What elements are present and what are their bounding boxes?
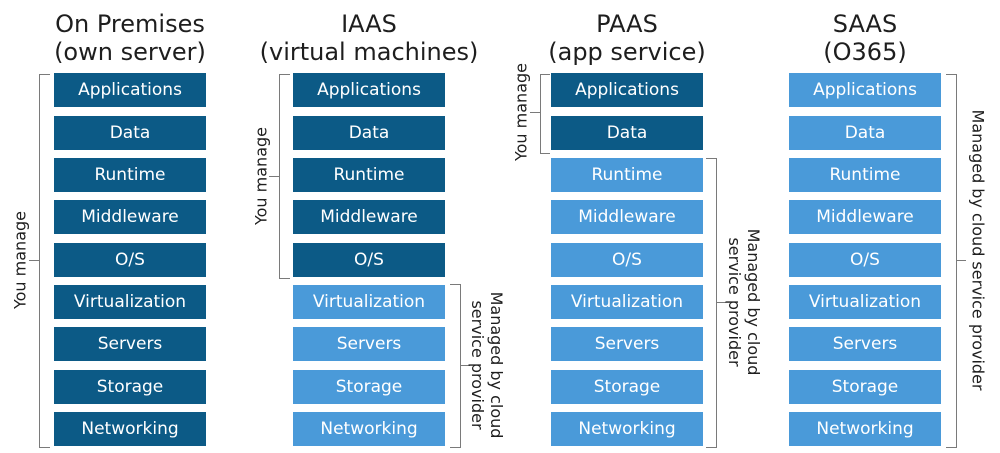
onprem-you-manage-label: You manage bbox=[10, 211, 30, 309]
paas-layer-middleware: Middleware bbox=[551, 200, 703, 234]
iaas-layer-middleware: Middleware bbox=[293, 200, 445, 234]
saas-managed-label: Managed by cloud service provider bbox=[968, 109, 988, 391]
iaas-layer-data: Data bbox=[293, 116, 445, 150]
saas-layer-networking: Networking bbox=[789, 412, 941, 446]
onprem-layer-runtime: Runtime bbox=[54, 158, 206, 192]
iaas-layer-storage: Storage bbox=[293, 370, 445, 404]
column-title-paas: PAAS (app service) bbox=[512, 10, 742, 66]
saas-layer-storage: Storage bbox=[789, 370, 941, 404]
iaas-you-manage-bracket bbox=[279, 74, 290, 279]
iaas-layer-servers: Servers bbox=[293, 327, 445, 361]
saas-managed-tick bbox=[956, 260, 966, 261]
iaas-managed-tick bbox=[460, 365, 470, 366]
title-line-1: PAAS bbox=[596, 10, 658, 38]
title-line-1: On Premises bbox=[55, 10, 205, 38]
paas-you-manage-tick bbox=[530, 112, 540, 113]
onprem-layer-middleware: Middleware bbox=[54, 200, 206, 234]
onprem-layer-servers: Servers bbox=[54, 327, 206, 361]
iaas-layer-networking: Networking bbox=[293, 412, 445, 446]
title-line-1: IAAS bbox=[341, 10, 397, 38]
iaas-layer-runtime: Runtime bbox=[293, 158, 445, 192]
onprem-layer-virtualization: Virtualization bbox=[54, 285, 206, 319]
paas-layer-virtualization: Virtualization bbox=[551, 285, 703, 319]
saas-layer-data: Data bbox=[789, 116, 941, 150]
title-line-2: (virtual machines) bbox=[259, 38, 479, 66]
paas-layer-runtime: Runtime bbox=[551, 158, 703, 192]
paas-layer-applications: Applications bbox=[551, 73, 703, 107]
title-line-2: (own server) bbox=[54, 38, 206, 66]
onprem-layer-data: Data bbox=[54, 116, 206, 150]
saas-managed-bracket bbox=[946, 74, 957, 448]
iaas-layer-os: O/S bbox=[293, 243, 445, 277]
iaas-you-manage-tick bbox=[269, 176, 279, 177]
managed-line-2: service provider bbox=[725, 237, 744, 367]
saas-layer-runtime: Runtime bbox=[789, 158, 941, 192]
saas-layer-middleware: Middleware bbox=[789, 200, 941, 234]
onprem-layer-networking: Networking bbox=[54, 412, 206, 446]
onprem-layer-applications: Applications bbox=[54, 73, 206, 107]
managed-line-1: Managed by cloud bbox=[744, 228, 763, 376]
paas-layer-data: Data bbox=[551, 116, 703, 150]
paas-managed-tick bbox=[716, 302, 726, 303]
saas-layer-servers: Servers bbox=[789, 327, 941, 361]
column-title-saas: SAAS (O365) bbox=[750, 10, 980, 66]
saas-layer-applications: Applications bbox=[789, 73, 941, 107]
paas-layer-os: O/S bbox=[551, 243, 703, 277]
iaas-layer-virtualization: Virtualization bbox=[293, 285, 445, 319]
iaas-managed-label: Managed by cloud service provider bbox=[468, 292, 506, 439]
title-line-2: (app service) bbox=[548, 38, 706, 66]
paas-you-manage-label: You manage bbox=[511, 63, 531, 161]
paas-layer-networking: Networking bbox=[551, 412, 703, 446]
managed-line-1: Managed by cloud bbox=[487, 291, 506, 439]
onprem-bracket-tick bbox=[29, 260, 39, 261]
title-line-2: (O365) bbox=[823, 38, 907, 66]
iaas-layer-applications: Applications bbox=[293, 73, 445, 107]
onprem-layer-os: O/S bbox=[54, 243, 206, 277]
paas-managed-label: Managed by cloud service provider bbox=[725, 229, 763, 376]
paas-managed-bracket bbox=[706, 158, 717, 448]
title-line-1: SAAS bbox=[832, 10, 898, 38]
managed-line-2: service provider bbox=[468, 300, 487, 430]
paas-layer-servers: Servers bbox=[551, 327, 703, 361]
saas-layer-virtualization: Virtualization bbox=[789, 285, 941, 319]
onprem-you-manage-bracket bbox=[39, 74, 50, 448]
paas-you-manage-bracket bbox=[540, 74, 550, 154]
column-title-on-premises: On Premises (own server) bbox=[15, 10, 245, 66]
paas-layer-storage: Storage bbox=[551, 370, 703, 404]
column-title-iaas: IAAS (virtual machines) bbox=[254, 10, 484, 66]
iaas-you-manage-label: You manage bbox=[251, 127, 271, 225]
iaas-managed-bracket bbox=[450, 284, 461, 448]
saas-layer-os: O/S bbox=[789, 243, 941, 277]
onprem-layer-storage: Storage bbox=[54, 370, 206, 404]
